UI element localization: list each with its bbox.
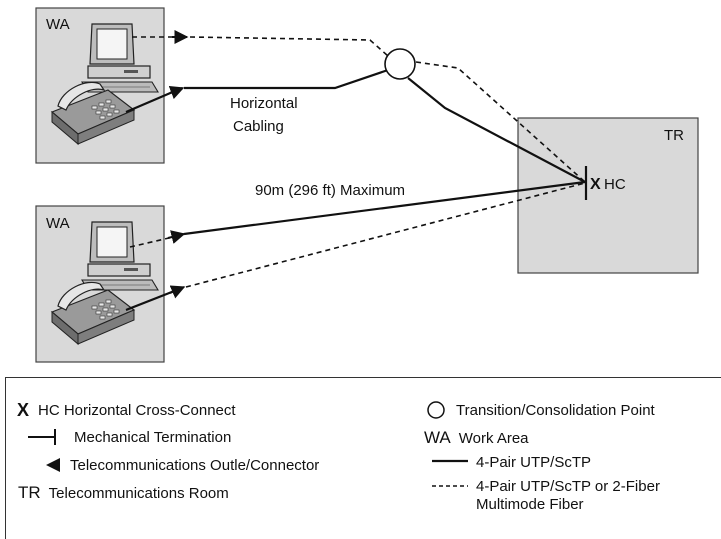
legend-fiber: 4-Pair UTP/ScTP or 2-Fiber Multimode Fib…	[430, 478, 660, 514]
fiber-legend-line1: 4-Pair UTP/ScTP or 2-Fiber	[476, 478, 660, 495]
horizontal-cabling-label-2: Cabling	[233, 118, 284, 135]
work-area-top-label: WA	[46, 16, 70, 33]
distance-label: 90m (296 ft) Maximum	[255, 182, 405, 199]
hc-label: HC	[604, 176, 626, 193]
consolidation-point-icon	[427, 401, 445, 419]
legend-tr: TR Telecommunications Room	[18, 483, 229, 502]
legend-outlet: Telecommunications Outle/Connector	[44, 455, 319, 475]
legend-transition: Transition/Consolidation Point	[426, 400, 655, 420]
solid-line-icon	[432, 459, 468, 462]
cross-connect-icon: X	[16, 400, 29, 420]
termination-icon	[28, 429, 56, 445]
horizontal-cabling-label-1: Horizontal	[230, 95, 298, 112]
telecom-room-box	[517, 117, 699, 274]
dashed-line-icon	[432, 485, 468, 487]
work-area-bottom-label: WA	[46, 215, 70, 232]
legend-mechanical: Mechanical Termination	[24, 427, 231, 447]
legend-hc: X HC Horizontal Cross-Connect	[14, 400, 236, 421]
legend-utp: 4-Pair UTP/ScTP	[430, 454, 591, 471]
outlet-arrow-icon	[46, 458, 60, 472]
consolidation-point-icon	[384, 48, 416, 80]
legend: X HC Horizontal Cross-Connect Mechanical…	[5, 377, 721, 539]
fiber-legend-line2: Multimode Fiber	[476, 496, 584, 513]
cross-connect-symbol: X	[590, 176, 601, 193]
legend-wa: WA Work Area	[424, 428, 529, 447]
telecom-room-label: TR	[664, 127, 684, 144]
utp-cable-bottom	[183, 180, 586, 236]
cabling-diagram: WA WA TR X HC Horizontal Cabling 90m (29…	[35, 7, 699, 363]
